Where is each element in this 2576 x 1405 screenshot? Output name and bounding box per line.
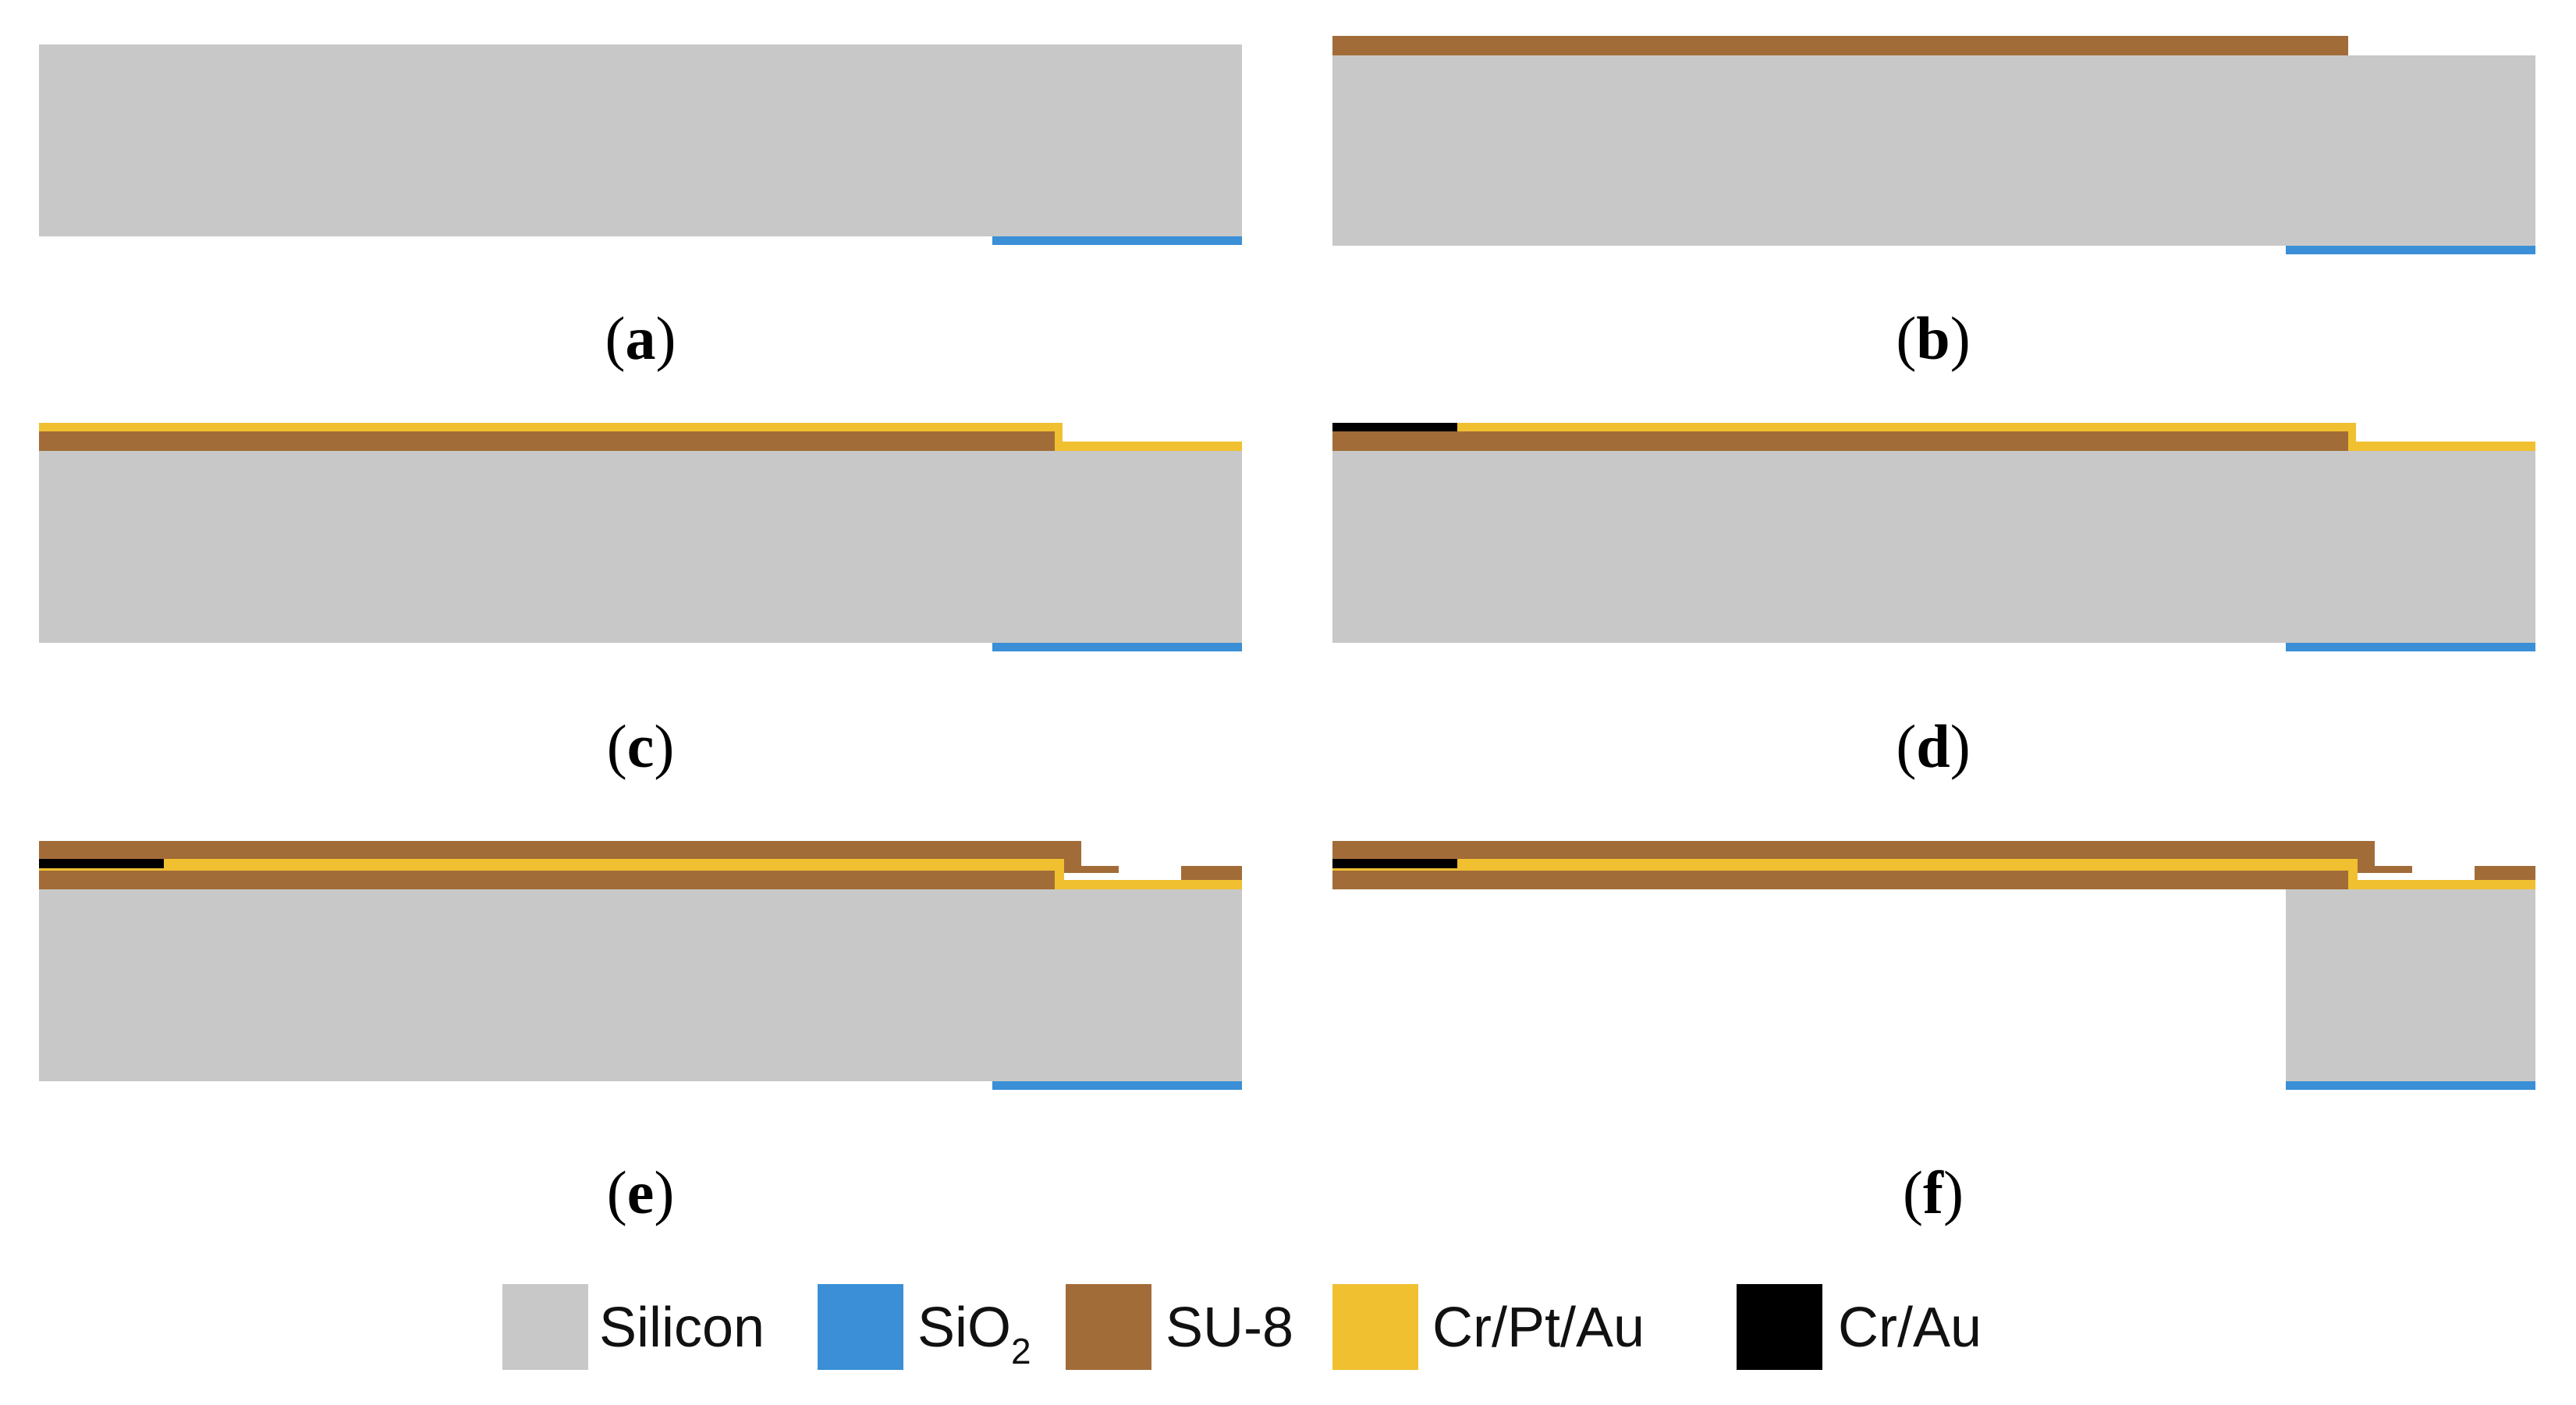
legend-swatch-silicon	[502, 1284, 588, 1370]
caption-d: (d)	[1896, 712, 1970, 780]
sio2-layer	[2286, 643, 2535, 651]
crau-pad	[1332, 859, 1457, 868]
caption-c: (c)	[607, 712, 675, 780]
silicon-layer	[39, 451, 1242, 643]
legend-label-crptau: Cr/Pt/Au	[1432, 1297, 1645, 1359]
crptau-layer	[1332, 859, 2356, 871]
su8-top-rim	[1081, 866, 1119, 873]
silicon-layer	[2286, 889, 2535, 1081]
crptau-step	[2348, 442, 2535, 451]
silicon-layer	[39, 889, 1242, 1081]
panel-c: (c)	[39, 423, 1242, 780]
su8-top-right	[1181, 866, 1242, 880]
su8-layer	[1332, 36, 2348, 55]
su8-top-rim	[2375, 866, 2412, 873]
su8-top-layer	[39, 841, 1081, 859]
su8-bottom-layer	[1332, 871, 2348, 889]
caption-a: (a)	[605, 304, 676, 372]
panel-e: (e)	[39, 841, 1242, 1226]
legend-label-silicon: Silicon	[599, 1297, 765, 1359]
su8-top-right	[2475, 866, 2535, 880]
legend-swatch-su8	[1066, 1284, 1151, 1370]
silicon-layer	[39, 44, 1242, 236]
legend-swatch-crptau	[1332, 1284, 1418, 1370]
caption-e: (e)	[607, 1158, 675, 1226]
panel-f: (f)	[1332, 841, 2535, 1226]
legend-item-su8: SU-8	[1066, 1284, 1293, 1370]
legend-label-sio2: SiO2	[917, 1297, 1031, 1371]
crau-pad	[1332, 423, 1457, 431]
panel-a: (a)	[39, 44, 1242, 372]
crptau-step	[1055, 880, 1242, 889]
su8-top-layer	[1332, 841, 2375, 859]
sio2-layer	[992, 643, 1242, 651]
crptau-layer	[39, 859, 1063, 871]
legend-label-su8: SU-8	[1166, 1297, 1293, 1359]
caption-f: (f)	[1903, 1158, 1964, 1226]
caption-b: (b)	[1896, 304, 1970, 372]
sio2-layer	[992, 236, 1242, 245]
silicon-layer	[1332, 451, 2535, 643]
su8-top-step	[2358, 859, 2375, 873]
su8-top-step	[1064, 859, 1081, 873]
legend-swatch-sio2	[818, 1284, 903, 1370]
crau-pad	[39, 859, 164, 868]
crptau-step	[1055, 442, 1242, 451]
legend-item-sio2: SiO2	[818, 1284, 1031, 1371]
legend-swatch-crau	[1737, 1284, 1822, 1370]
silicon-layer	[1332, 55, 2535, 246]
legend-item-crptau: Cr/Pt/Au	[1332, 1284, 1645, 1370]
sio2-layer	[2286, 246, 2535, 254]
panel-d: (d)	[1332, 423, 2535, 780]
su8-layer	[1332, 431, 2348, 451]
su8-layer	[39, 431, 1055, 451]
panel-b: (b)	[1332, 36, 2535, 372]
su8-bottom-layer	[39, 871, 1055, 889]
sio2-layer	[2286, 1081, 2535, 1090]
sio2-layer	[992, 1081, 1242, 1090]
legend-item-crau: Cr/Au	[1737, 1284, 1982, 1370]
legend-label-crau: Cr/Au	[1838, 1297, 1982, 1359]
crptau-step	[2348, 880, 2535, 889]
legend-item-silicon: Silicon	[502, 1284, 765, 1370]
legend: Silicon SiO2 SU-8 Cr/Pt/Au Cr/Au	[502, 1284, 1982, 1371]
